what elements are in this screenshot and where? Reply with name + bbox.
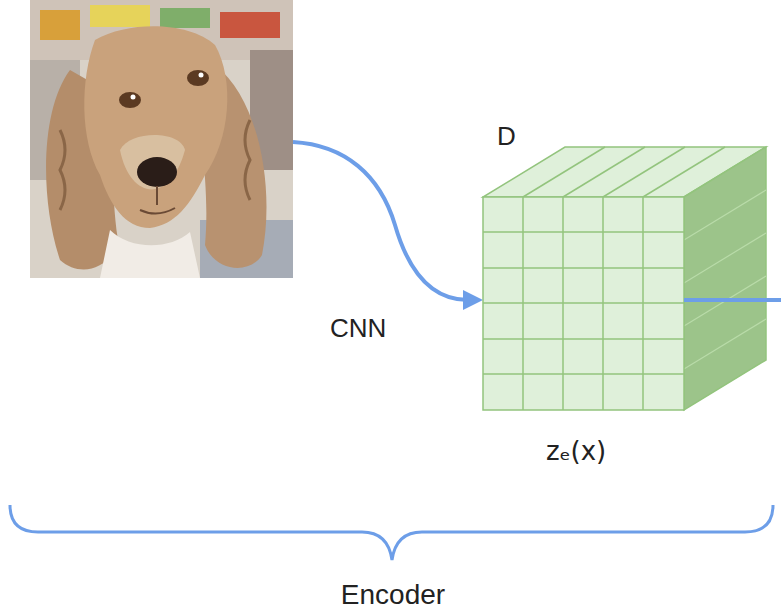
operation-label: CNN (330, 314, 386, 343)
latent-label: zₑ(x) (546, 437, 606, 466)
dimension-label: D (497, 122, 516, 151)
group-label: Encoder (341, 580, 445, 611)
latent-cube (483, 147, 781, 410)
encoder-brace (10, 505, 773, 560)
dog-photo (30, 0, 293, 278)
cnn-arrow (293, 142, 483, 310)
